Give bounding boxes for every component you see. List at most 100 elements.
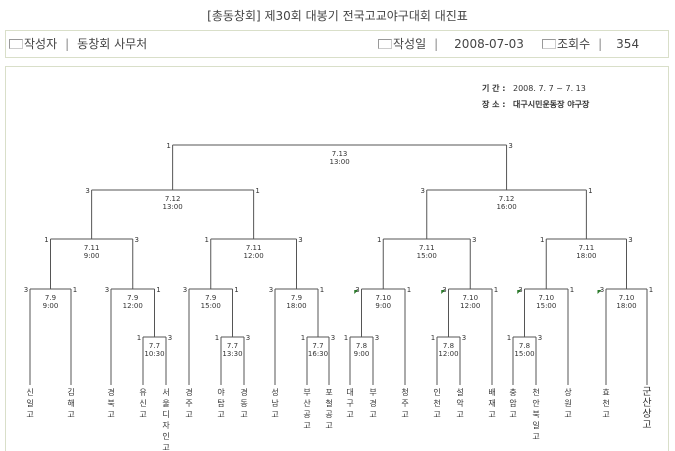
match-date: 7.13	[332, 150, 348, 158]
team-name-char: 고	[217, 410, 224, 419]
score-label: 3	[85, 187, 89, 195]
team-name-char: 신	[139, 399, 146, 408]
score-label: 1	[649, 286, 653, 294]
date-label: 작성일	[393, 37, 427, 51]
team-name-char: 해	[67, 398, 74, 408]
team-name-char: 고	[346, 410, 353, 419]
separator: |	[434, 37, 439, 51]
match-date: 7.10	[462, 294, 478, 302]
match-time: 13:00	[330, 158, 350, 166]
score-label: 3	[421, 187, 425, 195]
team-name-char: 탑	[217, 399, 225, 408]
match-time: 16:00	[496, 203, 516, 211]
team-name-char: 고	[240, 410, 247, 419]
team-name-char: 대	[346, 388, 353, 397]
score-label: 3	[538, 334, 542, 342]
score-label: 3	[298, 236, 302, 244]
views-info: 조회수|354	[542, 31, 639, 57]
team-name-char: 고	[509, 410, 516, 419]
team-name-char: 유	[139, 388, 146, 397]
match-date: 7.9	[45, 294, 56, 302]
team-name-char: 서	[162, 388, 169, 397]
team-name-char: 고	[139, 410, 146, 419]
team-name-char: 울	[162, 399, 169, 408]
team-name-char: 산	[303, 398, 311, 408]
score-label: 1	[540, 236, 544, 244]
match-date: 7.9	[205, 294, 216, 302]
team-name-char: 철	[325, 398, 332, 408]
team-name-char: 고	[488, 410, 495, 419]
match-date: 7.11	[246, 244, 262, 252]
author-label: 작성자	[24, 37, 58, 51]
team-name-char: 동	[240, 399, 247, 408]
match-time: 13:00	[163, 203, 183, 211]
page-title: [총동창회] 제30회 대봉기 전국고교야구대회 대진표	[207, 9, 468, 23]
date-value: 2008-07-03	[454, 37, 524, 51]
match-time: 18:00	[576, 252, 596, 260]
team-name-char: 고	[369, 410, 376, 419]
team-name-char: 군	[642, 386, 651, 398]
team-name-char: 고	[303, 421, 310, 430]
score-label: 3	[508, 142, 512, 150]
score-label: 1	[234, 286, 238, 294]
team-name-char: 천	[532, 387, 539, 397]
team-name-char: 야	[217, 387, 225, 397]
team-name-char: 고	[456, 410, 463, 419]
match-time: 12:00	[244, 252, 264, 260]
match-date: 7.12	[165, 195, 181, 203]
team-name-char: 성	[271, 388, 278, 397]
score-label: 3	[105, 286, 109, 294]
score-label: 1	[215, 334, 219, 342]
score-label: 3	[600, 286, 604, 294]
team-name-char: 인	[162, 431, 169, 441]
match-time: 13:30	[222, 350, 242, 358]
date-info: 작성일 | 2008-07-03	[378, 31, 524, 57]
score-label: 1	[44, 236, 48, 244]
match-date: 7.9	[127, 294, 138, 302]
match-time: 9:00	[375, 302, 391, 310]
team-name-char: 배	[488, 388, 495, 397]
team-name-char: 고	[271, 410, 278, 419]
team-name-char: 충	[509, 388, 516, 397]
tournament-bracket: 신일고김해고경북고유신고서울디자인고경주고야탑고경동고성남고부산공고포철공고대구…	[24, 83, 653, 451]
team-name-char: 부	[303, 388, 310, 397]
match-time: 15:00	[536, 302, 556, 310]
score-label: 3	[462, 334, 466, 342]
author-checkbox[interactable]	[9, 39, 23, 49]
team-name-char: 구	[346, 399, 353, 408]
team-name-char: 고	[564, 410, 571, 419]
team-name-char: 주	[185, 399, 192, 408]
team-name-char: 효	[602, 388, 609, 397]
separator: |	[598, 37, 603, 51]
team-name-char: 천	[602, 398, 609, 408]
team-name-char: 재	[488, 399, 495, 408]
date-checkbox[interactable]	[378, 39, 392, 49]
views-label: 조회수	[557, 37, 591, 51]
score-label: 1	[570, 286, 574, 294]
score-label: 1	[255, 187, 259, 195]
score-label: 1	[494, 286, 498, 294]
score-label: 3	[628, 236, 632, 244]
team-name-char: 경	[240, 387, 247, 397]
match-time: 18:00	[616, 302, 636, 310]
match-time: 15:00	[514, 350, 534, 358]
match-time: 15:00	[201, 302, 221, 310]
views-checkbox[interactable]	[542, 39, 556, 49]
team-name-char: 설	[456, 387, 463, 397]
team-name-char: 경	[185, 387, 192, 397]
match-date: 7.11	[84, 244, 100, 252]
team-name-char: 상	[642, 408, 651, 420]
match-time: 9:00	[84, 252, 100, 260]
separator: |	[65, 37, 70, 51]
team-name-char: 공	[303, 410, 310, 419]
team-name-char: 고	[602, 410, 609, 419]
post-info-bar: 작성자|동창회 사무처 작성일|2008-07-03 조회수|354	[5, 30, 669, 58]
period-label: 기 간 :	[482, 83, 506, 93]
match-date: 7.12	[499, 195, 515, 203]
score-label: 1	[377, 236, 381, 244]
score-label: 1	[344, 334, 348, 342]
team-name-char: 남	[271, 399, 279, 408]
match-time: 12:00	[460, 302, 480, 310]
team-name-char: 김	[67, 387, 74, 397]
score-label: 1	[137, 334, 141, 342]
